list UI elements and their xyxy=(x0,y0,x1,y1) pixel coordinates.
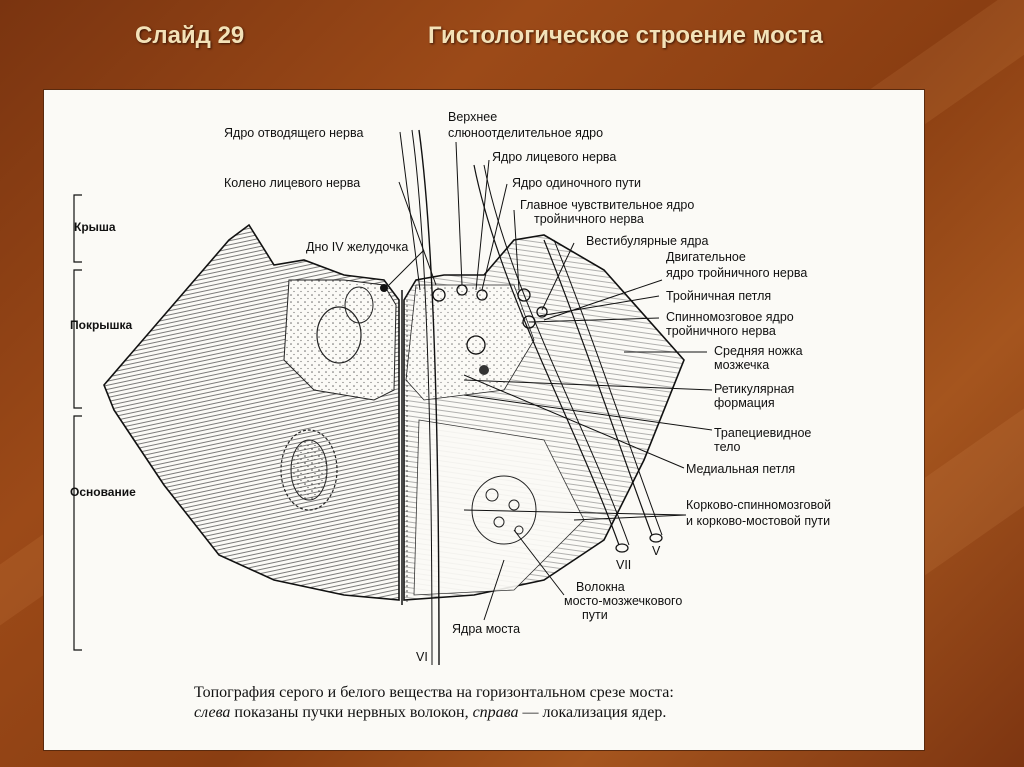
label-corticospinal-1: Корково-спинномозговой xyxy=(686,498,831,512)
left-nucleus-cluster xyxy=(290,439,328,501)
pontine-nuclei xyxy=(485,488,499,502)
pontine-nuclei xyxy=(493,516,505,528)
nerve-v-root xyxy=(553,239,663,536)
nucleus xyxy=(479,365,489,375)
left-structure xyxy=(380,284,388,292)
label-facial-nucleus: Ядро лицевого нерва xyxy=(492,150,617,164)
nucleus xyxy=(466,335,486,355)
nucleus xyxy=(536,306,548,318)
right-tegmentum-texture xyxy=(406,285,534,400)
left-structure xyxy=(344,286,374,324)
left-structure xyxy=(316,306,362,364)
slide-number: Слайд 29 xyxy=(135,22,245,49)
label-corticospinal-2: и корково-мостовой пути xyxy=(686,514,831,528)
label-spinal-trigeminal-2: тройничного нерва xyxy=(666,324,776,338)
zone-brackets xyxy=(73,194,82,651)
nucleus xyxy=(517,288,531,302)
label-trapezoid-1: Трапециевидное xyxy=(714,426,812,440)
nerve-vi-root xyxy=(411,129,433,666)
nerve-v-root xyxy=(543,239,653,536)
label-medial-lemniscus: Медиальная петля xyxy=(686,462,796,476)
pontine-nuclei xyxy=(508,499,520,511)
nerve-vii-cut xyxy=(615,543,629,553)
caption-line-2: слева показаны пучки нервных волокон, сп… xyxy=(194,703,914,723)
label-trapezoid-2: тело xyxy=(714,440,741,454)
label-nerve-vi: VI xyxy=(416,650,428,664)
label-reticular-1: Ретикулярная xyxy=(714,382,795,396)
label-trigeminal-lemniscus: Тройничная петля xyxy=(666,289,772,303)
zone-basis-label: Основание xyxy=(70,485,136,499)
label-middle-peduncle-1: Средняя ножка xyxy=(714,344,803,358)
label-sup-salivatory-1: Верхнее xyxy=(448,110,498,124)
caption-left-word: слева xyxy=(194,704,231,721)
pons-section-figure: Крыша Покрышка Основание Ядро отводящего… xyxy=(44,90,924,750)
label-trigeminal-main-2: тройничного нерва xyxy=(534,212,644,226)
label-nerve-v: V xyxy=(652,544,661,558)
label-fourth-ventricle-floor: Дно IV желудочка xyxy=(306,240,409,254)
nerve-vii-root xyxy=(483,164,630,546)
nerve-vi-root xyxy=(418,129,440,666)
label-facial-genu: Колено лицевого нерва xyxy=(224,176,361,190)
label-spinal-trigeminal-1: Спинномозговое ядро xyxy=(666,310,794,324)
caption-mid-text: показаны пучки нервных волокон, xyxy=(230,704,473,721)
leader-lines xyxy=(388,131,713,621)
right-basis xyxy=(413,419,585,596)
slide-title: Гистологическое строение моста xyxy=(428,22,823,49)
label-sup-salivatory-2: слюноотделительное ядро xyxy=(448,126,604,140)
label-nerve-vii: VII xyxy=(616,558,632,572)
label-pontocerebellar-3: пути xyxy=(582,608,608,622)
caption-end-text: — локализация ядер. xyxy=(518,704,667,721)
label-solitary-nucleus: Ядро одиночного пути xyxy=(512,176,642,190)
caption-line-1: Топография серого и белого вещества на г… xyxy=(194,684,674,701)
pontine-nuclei xyxy=(514,525,524,535)
slide-header: Слайд 29 Гистологическое строение моста xyxy=(0,22,1024,62)
zone-tegmentum-label: Покрышка xyxy=(70,318,133,332)
label-trigeminal-motor-2: ядро тройничного нерва xyxy=(666,266,808,280)
left-nucleus-cluster xyxy=(280,429,338,511)
label-pontine-nuclei: Ядра моста xyxy=(452,622,521,636)
label-reticular-2: формация xyxy=(714,396,775,410)
left-tegmentum-texture xyxy=(284,280,396,400)
label-trigeminal-motor-1: Двигательное xyxy=(666,250,746,264)
label-abducens-nucleus: Ядро отводящего нерва xyxy=(224,126,364,140)
zone-roof-label: Крыша xyxy=(74,220,116,234)
caption-right-word: справа xyxy=(472,704,519,721)
nerve-v-cut xyxy=(649,533,663,543)
label-trigeminal-main-1: Главное чувствительное ядро xyxy=(520,198,695,212)
figure-caption: Топография серого и белого вещества на г… xyxy=(194,683,914,723)
nerve-vii-root xyxy=(473,164,620,546)
label-middle-peduncle-2: мозжечка xyxy=(714,358,770,372)
label-pontocerebellar-1: Волокна xyxy=(576,580,625,594)
label-pontocerebellar-2: мосто-мозжечкового xyxy=(564,594,683,608)
nucleus xyxy=(432,288,446,302)
label-vestibular: Вестибулярные ядра xyxy=(586,234,709,248)
pons-section-drawing xyxy=(73,129,713,666)
